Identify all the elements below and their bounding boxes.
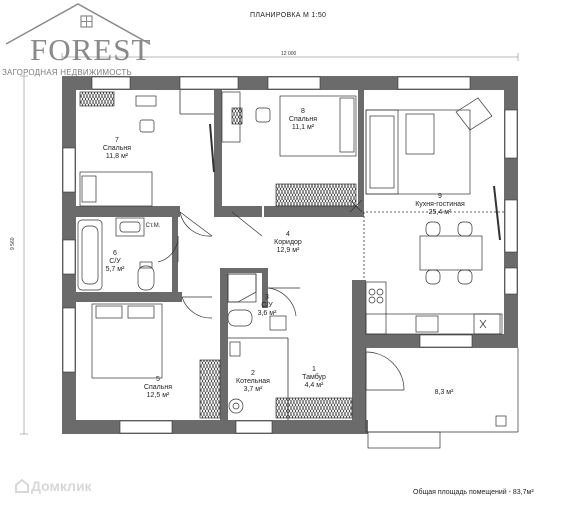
dimension-width: 12 000	[281, 51, 297, 57]
kitchen-living-furniture	[365, 97, 503, 335]
corridor-column	[349, 199, 363, 213]
bathroom-3-fixtures	[227, 273, 287, 331]
logo-tagline: ЗАГОРОДНАЯ НЕДВИЖИМОСТЬ	[2, 68, 132, 77]
terrace-area: 8,3 м²	[434, 389, 454, 396]
bedroom-7-furniture	[79, 91, 215, 207]
bedroom-8-furniture	[221, 91, 357, 207]
logo-name: FOREST	[30, 32, 152, 67]
watermark-text: Домклик	[31, 478, 92, 494]
total-area-note: Общая площадь помещений - 83,7м²	[413, 489, 534, 496]
boiler-room-fixtures	[228, 341, 244, 414]
washing-machine-label: Ст.М.	[145, 223, 161, 229]
dimension-height: 9 560	[10, 237, 16, 250]
interior-walls	[76, 90, 364, 434]
bathroom-6-fixtures	[77, 217, 155, 291]
plan-title: ПЛАНИРОВКА М 1:50	[250, 12, 327, 19]
dimension-lines	[20, 53, 519, 435]
partitions	[179, 90, 504, 420]
house-watermark-icon	[15, 478, 29, 493]
vestibule-terrace	[275, 348, 519, 449]
bedroom-5-furniture	[91, 303, 221, 419]
house-roof-icon	[5, 3, 151, 45]
windows	[62, 76, 518, 434]
